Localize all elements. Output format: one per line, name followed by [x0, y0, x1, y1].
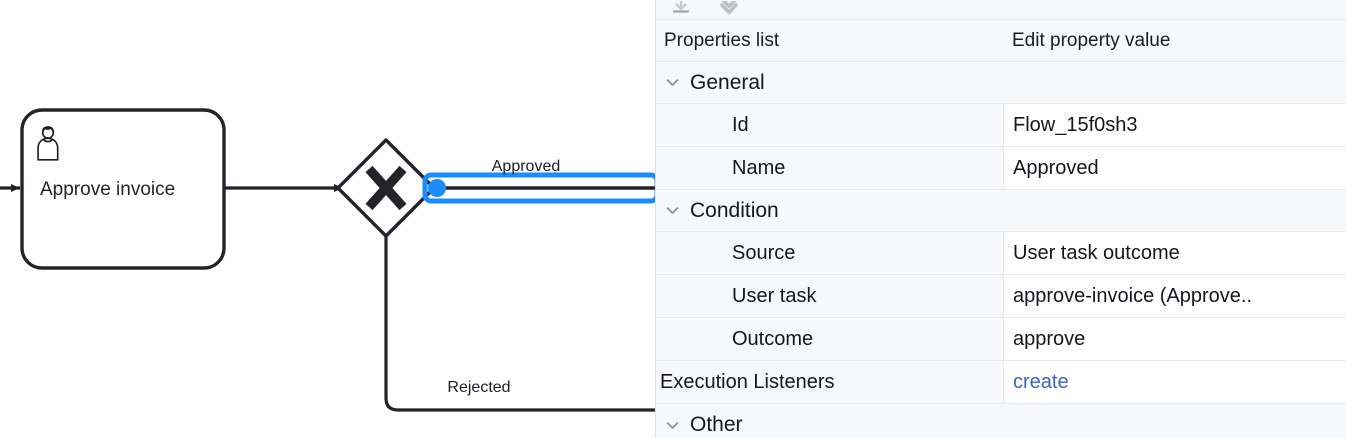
properties-panel: Properties list Edit property value Gene… [655, 0, 1346, 438]
exclusive-gateway[interactable] [336, 138, 436, 238]
header-properties-list: Properties list [664, 29, 780, 51]
flow-source-handle[interactable] [428, 179, 446, 197]
property-value-user-task[interactable]: approve-invoice (Approve.. [1003, 275, 1346, 317]
header-edit-property-value: Edit property value [1012, 29, 1171, 51]
section-title-condition: Condition [690, 198, 779, 222]
gateway-x-marker [365, 165, 407, 211]
chevron-down-icon [664, 417, 681, 434]
property-name-outcome: Outcome [656, 318, 1003, 360]
property-value-outcome[interactable]: approve [1003, 318, 1346, 360]
sequence-flow-rejected[interactable]: Rejected [384, 236, 655, 412]
user-task-label: Approve invoice [40, 179, 175, 200]
section-header-condition[interactable]: Condition [656, 190, 1346, 232]
section-title-general: General [690, 70, 765, 94]
bpmn-canvas[interactable]: Approve invoice Rejected [0, 0, 655, 438]
property-name-execution-listeners: Execution Listeners [656, 361, 1003, 403]
chevron-down-icon [664, 202, 681, 219]
property-name-source: Source [656, 232, 1003, 274]
collapse-all-icon[interactable] [718, 1, 740, 19]
property-row-outcome[interactable]: Outcome approve [656, 318, 1346, 361]
user-task-approve-invoice[interactable]: Approve invoice [20, 108, 226, 270]
property-row-name[interactable]: Name Approved [656, 147, 1346, 190]
property-name-id: Id [656, 104, 1003, 146]
property-name-user-task: User task [656, 275, 1003, 317]
chevron-down-icon [664, 74, 681, 91]
sequence-flow-approved-label: Approved [492, 158, 561, 175]
property-value-name[interactable]: Approved [1003, 147, 1346, 189]
user-task-icon [37, 126, 59, 161]
selection-outline [422, 172, 655, 204]
property-row-id[interactable]: Id Flow_15f0sh3 [656, 104, 1346, 147]
property-value-id[interactable]: Flow_15f0sh3 [1003, 104, 1346, 146]
section-title-other: Other [690, 413, 743, 436]
property-name-name: Name [656, 147, 1003, 189]
properties-toolbar [656, 0, 1346, 20]
properties-table-header: Properties list Edit property value [656, 20, 1346, 62]
section-header-other[interactable]: Other [656, 404, 1346, 438]
download-icon[interactable] [670, 1, 692, 19]
property-row-source[interactable]: Source User task outcome [656, 232, 1346, 275]
property-row-user-task[interactable]: User task approve-invoice (Approve.. [656, 275, 1346, 318]
sequence-flow-approved[interactable]: Approved [422, 158, 655, 204]
section-header-general[interactable]: General [656, 62, 1346, 104]
property-value-source[interactable]: User task outcome [1003, 232, 1346, 274]
property-row-execution-listeners[interactable]: Execution Listeners create [656, 361, 1346, 404]
sequence-flow-rejected-label: Rejected [447, 379, 510, 396]
property-value-execution-listeners-create[interactable]: create [1003, 361, 1346, 403]
